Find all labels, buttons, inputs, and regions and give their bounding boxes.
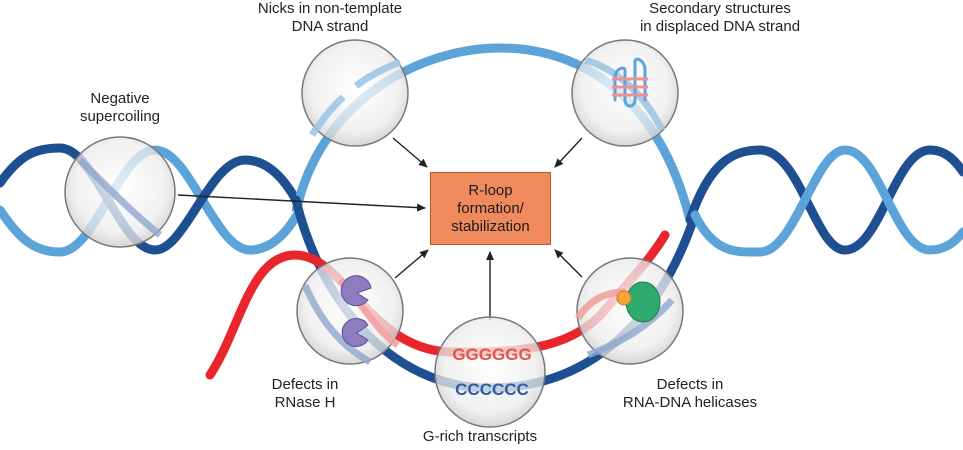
r-loop-formation-box: R-loop formation/ stabilization [430, 172, 551, 245]
center-line3: stabilization [451, 217, 530, 235]
rnase-h-enzyme-icon [341, 318, 369, 347]
label-negative-line1: Negative [90, 90, 150, 107]
lens-strand-secondary [584, 56, 666, 132]
lens-dna-rnaseh [301, 283, 372, 366]
arrow-secondary-structures [554, 137, 583, 168]
arrow-rnase-h [394, 249, 429, 279]
label-helicases: Defects in RNA-DNA helicases [590, 376, 790, 412]
label-nicks-line1: Nicks in non-template [257, 0, 403, 17]
label-helicases-line1: Defects in [656, 376, 724, 393]
lens-strand-negative [77, 157, 163, 238]
right-duplex-dark-strand [685, 145, 963, 255]
center-line2: formation/ [457, 199, 524, 217]
label-nicks-line2: DNA strand [291, 18, 369, 35]
label-secondary-line1: Secondary structures [649, 0, 791, 17]
label-secondary-line2: in displaced DNA strand [639, 18, 801, 35]
arrow-helicases [554, 249, 583, 278]
magnifier-negative-supercoiling [64, 136, 176, 248]
label-g-rich-transcripts: G-rich transcripts [360, 428, 600, 446]
lens-strand-nicks [309, 58, 402, 137]
helicase-enzyme-icon [625, 281, 661, 323]
rna-sequence: GGGGGG [452, 345, 531, 364]
label-grich-line1: G-rich transcripts [422, 428, 538, 445]
label-secondary-structures: Secondary structures in displaced DNA st… [595, 0, 845, 36]
label-rnase-h: Defects in RNase H [230, 376, 380, 412]
label-negative-supercoiling: Negative supercoiling [40, 90, 200, 126]
center-line1: R-loop [468, 181, 513, 199]
label-rnaseh-line2: RNase H [274, 394, 336, 411]
label-helicases-line2: RNA-DNA helicases [622, 394, 758, 411]
rnase-h-enzyme-icon [340, 275, 372, 307]
helicase-dot-icon [616, 290, 632, 306]
magnifier-g-rich [434, 316, 546, 428]
right-duplex-light-strand [690, 145, 963, 257]
magnifier-rnase-h [296, 257, 404, 365]
label-rnaseh-line1: Defects in [271, 376, 339, 393]
arrow-nicks [392, 137, 428, 168]
arrow-negative-supercoiling [177, 194, 426, 212]
left-duplex-dark-strand [0, 143, 301, 255]
secondary-structure-icon [612, 57, 648, 108]
label-nicks: Nicks in non-template DNA strand [210, 0, 450, 36]
label-negative-line2: supercoiling [79, 108, 161, 125]
lens-dna-helicase [586, 297, 675, 359]
dna-sequence: CCCCCC [455, 380, 529, 399]
